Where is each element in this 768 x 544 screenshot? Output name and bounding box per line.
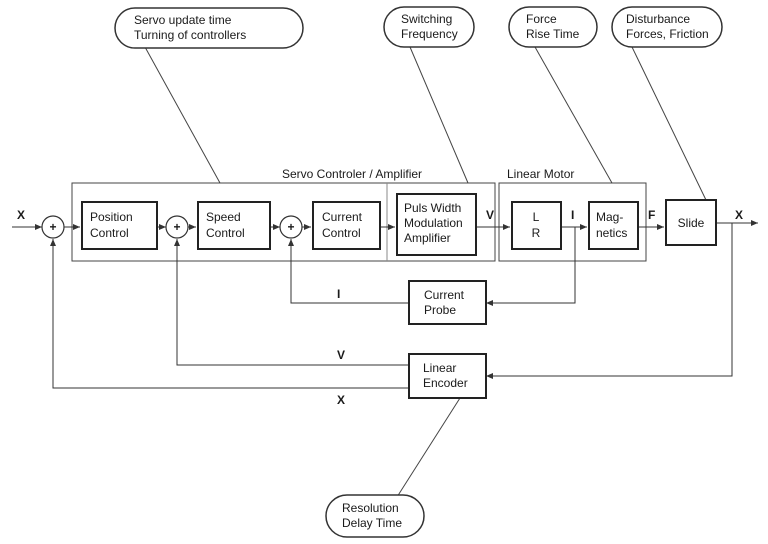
sum-junction-current [279,215,303,239]
servo-group-label: Servo Controler / Amplifier [282,167,422,181]
block-slide-label: Slide [678,216,705,230]
wire-current-feedback-out [486,227,576,306]
callout-servo-update-line1: Servo update time [134,13,232,27]
callout-switching [383,6,475,48]
block-current-control-line1: Current [322,210,363,224]
wire-position-feedback-out [486,223,733,379]
block-magnetics-line2: netics [596,226,627,240]
sum-junction-position [41,215,65,239]
block-current-control [312,201,381,250]
block-speed-control [197,201,271,250]
block-current-probe [408,280,487,325]
wire-current-feedback-in [288,239,409,304]
block-speed-control-line2: Control [206,226,245,240]
wire-position-feedback-in [50,239,409,389]
block-speed-control-line1: Speed [206,210,241,224]
callout-line-resolution [396,397,461,498]
block-position-control-line2: Control [90,226,129,240]
block-magnetics [588,201,639,250]
callout-resolution-line2: Delay Time [342,516,402,530]
block-linear-encoder-line2: Encoder [423,376,468,390]
block-current-probe-line2: Probe [424,303,456,317]
callout-resolution-line1: Resolution [342,501,399,515]
signal-v: V [486,208,494,222]
servo-group-frame [71,182,496,262]
callout-servo-update-line2: Turning of controllers [134,28,246,42]
block-magnetics-line1: Mag- [596,210,623,224]
block-slide [665,199,717,246]
callout-force-rise-line2: Rise Time [526,27,580,41]
block-current-probe-line1: Current [424,288,465,302]
wire-speed-feedback [174,239,409,366]
block-lr-line2: R [532,226,541,240]
sum-junction-speed [165,215,189,239]
callout-disturbance [611,6,723,48]
motor-group-label: Linear Motor [507,167,574,181]
motor-group-frame [498,182,647,262]
sum-junction-current-sign: + [287,220,294,234]
block-linear-encoder-line1: Linear [423,361,456,375]
signal-v-feedback: V [337,348,345,362]
block-current-control-line2: Control [322,226,361,240]
signal-x-output: X [735,208,743,222]
callout-switching-line2: Frequency [401,27,458,41]
callout-force-rise [508,6,598,48]
block-linear-encoder [408,353,487,399]
block-position-control-line1: Position [90,210,133,224]
block-pwm-amplifier-line1: Puls Width [404,201,461,215]
callout-resolution [325,494,425,538]
block-lr-line1: L [533,210,540,224]
signal-f: F [648,208,655,222]
sum-junction-position-sign: + [49,220,56,234]
callout-line-force [534,46,613,184]
block-pwm-amplifier-line3: Amplifier [404,231,451,245]
callout-line-switching [409,46,469,184]
block-pwm-amplifier-line2: Modulation [404,216,463,230]
callout-servo-update [114,7,304,49]
callout-force-rise-line1: Force [526,12,557,26]
callout-line-servo [144,46,221,184]
signal-i: I [571,208,574,222]
callout-switching-line1: Switching [401,12,452,26]
callout-disturbance-line1: Disturbance [626,12,690,26]
signal-x-input: X [17,208,25,222]
block-pwm-amplifier [396,193,477,256]
block-lr [511,201,562,250]
block-position-control [81,201,158,250]
callout-disturbance-line2: Forces, Friction [626,27,709,41]
signal-x-feedback: X [337,393,345,407]
sum-junction-speed-sign: + [173,220,180,234]
signal-i-feedback: I [337,287,340,301]
callout-line-disturbance [631,46,707,201]
